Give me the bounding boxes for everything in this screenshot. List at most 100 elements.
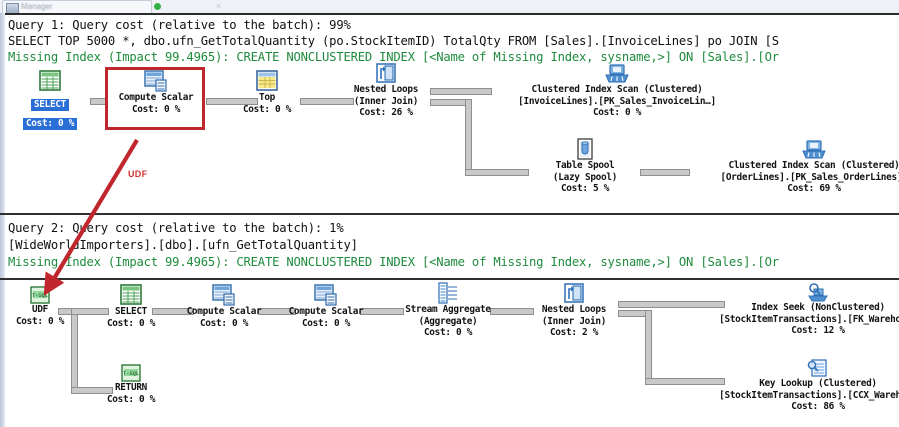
q1-nested-loops-sublabel: (Inner Join) xyxy=(353,95,419,107)
connection-status-icon xyxy=(154,3,161,10)
top-icon xyxy=(256,70,278,91)
q2-connector-streamagg-nestedloops xyxy=(490,308,534,315)
connector-computescalar-top xyxy=(206,98,258,105)
q1-select-label: SELECT xyxy=(30,99,70,111)
q2-connector-select-cs1 xyxy=(152,308,194,315)
highlight-rectangle-compute-scalar xyxy=(105,67,205,130)
q2-stream-aggregate-sublabel: (Aggregate) xyxy=(418,315,478,327)
q2-udf-cost: Cost: 0 % xyxy=(15,315,65,327)
window-chrome: Manager × xyxy=(0,0,899,14)
q2-nested-loops-sublabel: (Inner Join) xyxy=(541,315,607,327)
q2-stream-aggregate-label: Stream Aggregate xyxy=(405,304,491,315)
q2-return-cost: Cost: 0 % xyxy=(106,393,156,405)
q1-node-select[interactable]: SELECT Cost: 0 % xyxy=(10,70,90,130)
svg-text:T-SQL: T-SQL xyxy=(123,371,139,377)
key-lookup-icon xyxy=(807,359,827,377)
close-icon[interactable]: × xyxy=(216,1,222,11)
select-icon xyxy=(120,284,142,305)
compute-scalar-icon xyxy=(314,284,337,306)
q2-connector-udf-elbow-v xyxy=(71,308,78,394)
q2-connector-udf-select xyxy=(71,308,109,315)
q2-node-udf[interactable]: T-SQL UDF Cost: 0 % xyxy=(8,286,72,327)
q1-cixscan-orderlines-label: Clustered Index Scan (Clustered) xyxy=(728,160,899,171)
table-spool-icon xyxy=(577,138,593,160)
q2-node-select[interactable]: SELECT Cost: 0 % xyxy=(96,284,166,329)
q1-node-table-spool[interactable]: Table Spool (Lazy Spool) Cost: 5 % xyxy=(530,138,640,195)
q1-cixscan-invoicelines-label: Clustered Index Scan (Clustered) xyxy=(531,84,703,95)
query-1-pane: Query 1: Query cost (relative to the bat… xyxy=(0,13,899,215)
q2-node-nested-loops[interactable]: Nested Loops (Inner Join) Cost: 2 % xyxy=(528,282,620,339)
q2-node-compute-scalar-2[interactable]: Compute Scalar Cost: 0 % xyxy=(280,284,372,329)
q1-node-top[interactable]: Top Cost: 0 % xyxy=(232,70,302,115)
query-2-cost-header: Query 2: Query cost (relative to the bat… xyxy=(8,221,344,235)
q2-node-return[interactable]: T-SQL RETURN Cost: 0 % xyxy=(96,364,166,405)
q2-key-lookup-object: [StockItemTransactions].[CCX_Wareho…] xyxy=(719,389,899,401)
q2-nested-loops-label: Nested Loops xyxy=(541,304,607,315)
tsql-icon: T-SQL xyxy=(30,286,50,304)
clustered-index-scan-icon xyxy=(802,140,826,159)
q2-stream-aggregate-cost: Cost: 0 % xyxy=(423,327,473,338)
q1-cixscan-invoicelines-cost: Cost: 0 % xyxy=(592,107,642,118)
q2-connector-nestedloops-elbow-v xyxy=(645,310,652,385)
q2-index-seek-cost: Cost: 12 % xyxy=(791,325,845,336)
nested-loops-icon xyxy=(376,63,396,83)
q2-compute-scalar-2-cost: Cost: 0 % xyxy=(301,317,351,329)
q2-node-index-seek[interactable]: Index Seek (NonClustered) [StockItemTran… xyxy=(700,282,899,337)
q2-node-key-lookup[interactable]: Key Lookup (Clustered) [StockItemTransac… xyxy=(700,358,899,413)
q2-select-label: SELECT xyxy=(114,306,148,317)
q1-table-spool-label: Table Spool xyxy=(555,160,615,171)
compute-scalar-icon xyxy=(212,284,235,306)
q1-compute-scalar-label: Compute Scalar xyxy=(118,92,194,103)
connector-nestedloops-elbow-v xyxy=(465,99,472,176)
clustered-index-scan-icon xyxy=(605,64,629,83)
q1-node-nested-loops[interactable]: Nested Loops (Inner Join) Cost: 26 % xyxy=(340,62,432,119)
q2-compute-scalar-1-cost: Cost: 0 % xyxy=(199,317,249,329)
q1-node-compute-scalar[interactable]: Compute Scalar Cost: 0 % xyxy=(110,70,202,115)
q1-nested-loops-cost: Cost: 26 % xyxy=(359,107,413,118)
q2-select-cost: Cost: 0 % xyxy=(106,317,156,329)
q1-node-clustered-index-scan-invoicelines[interactable]: Clustered Index Scan (Clustered) [Invoic… xyxy=(492,62,742,119)
q1-compute-scalar-cost: Cost: 0 % xyxy=(131,103,181,115)
q1-cixscan-orderlines-object: [OrderLines].[PK_Sales_OrderLines]… xyxy=(720,171,899,183)
document-tab[interactable]: Manager xyxy=(2,0,152,14)
query-2-missing-index: Missing Index (Impact 99.4965): CREATE N… xyxy=(8,255,779,269)
q2-node-stream-aggregate[interactable]: Stream Aggregate (Aggregate) Cost: 0 % xyxy=(398,282,498,339)
compute-scalar-icon xyxy=(144,70,167,92)
connector-tablespool-cixscan-orderlines xyxy=(640,169,690,176)
q1-cixscan-orderlines-cost: Cost: 69 % xyxy=(787,183,841,194)
q1-nested-loops-label: Nested Loops xyxy=(353,84,419,95)
q2-index-seek-label: Index Seek (NonClustered) xyxy=(751,302,885,313)
q2-connector-nestedloops-indexseek xyxy=(618,301,725,308)
pane-gutter xyxy=(0,13,5,215)
connector-nestedloops-cixscan-invoicelines xyxy=(430,88,492,95)
q1-table-spool-cost: Cost: 5 % xyxy=(560,183,610,194)
query-2-pane: Query 2: Query cost (relative to the bat… xyxy=(0,215,899,427)
q2-connector-cs1-cs2 xyxy=(258,308,296,315)
q2-nested-loops-cost: Cost: 2 % xyxy=(549,327,599,338)
document-tab-label: Manager xyxy=(21,2,53,11)
pane-gutter xyxy=(0,215,5,427)
pane-divider xyxy=(0,213,899,215)
q2-connector-udf-return xyxy=(71,387,113,394)
q2-return-label: RETURN xyxy=(114,382,148,393)
connector-elbow-tablespool xyxy=(465,169,529,176)
q2-key-lookup-cost: Cost: 86 % xyxy=(791,401,845,412)
q2-connector-cs2-streamagg xyxy=(360,308,404,315)
q2-compute-scalar-1-label: Compute Scalar xyxy=(186,306,262,317)
q2-key-lookup-label: Key Lookup (Clustered) xyxy=(759,378,877,389)
q2-udf-label: UDF xyxy=(31,304,49,315)
select-icon xyxy=(39,70,61,91)
nested-loops-icon xyxy=(564,283,584,303)
q2-index-seek-object: [StockItemTransactions].[FK_Warehou…] xyxy=(719,313,899,325)
q2-node-compute-scalar-1[interactable]: Compute Scalar Cost: 0 % xyxy=(178,284,270,329)
query-1-sql-text: SELECT TOP 5000 *, dbo.ufn_GetTotalQuant… xyxy=(8,34,779,48)
q1-top-cost: Cost: 0 % xyxy=(242,103,292,115)
q1-table-spool-sublabel: (Lazy Spool) xyxy=(552,171,618,183)
pane-top-border xyxy=(0,13,899,15)
stream-aggregate-icon xyxy=(438,282,457,304)
q1-node-clustered-index-scan-orderlines[interactable]: Clustered Index Scan (Clustered) [OrderL… xyxy=(690,138,899,195)
q2-compute-scalar-2-label: Compute Scalar xyxy=(288,306,364,317)
connector-top-nestedloops xyxy=(300,98,354,105)
tsql-icon: T-SQL xyxy=(121,364,141,382)
